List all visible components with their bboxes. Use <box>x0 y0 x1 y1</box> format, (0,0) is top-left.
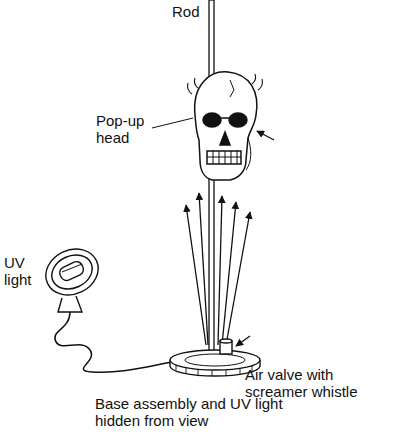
part-label: Rod <box>172 3 206 20</box>
part-label: Pop-up head <box>96 112 151 146</box>
motion-marks <box>188 74 263 94</box>
power-cord <box>55 312 172 372</box>
part-label: UV light <box>4 254 40 288</box>
skull-head <box>195 72 257 180</box>
uv-light-lamp <box>38 241 106 312</box>
valve-arrow <box>236 336 250 346</box>
part-label: Air valve with screamer whistle <box>245 366 395 400</box>
air-jet-arrows <box>186 193 250 345</box>
motion-arrow <box>257 131 274 140</box>
caption-note: Base assembly and UV light hidden from v… <box>95 395 295 429</box>
leader-line <box>152 118 193 128</box>
